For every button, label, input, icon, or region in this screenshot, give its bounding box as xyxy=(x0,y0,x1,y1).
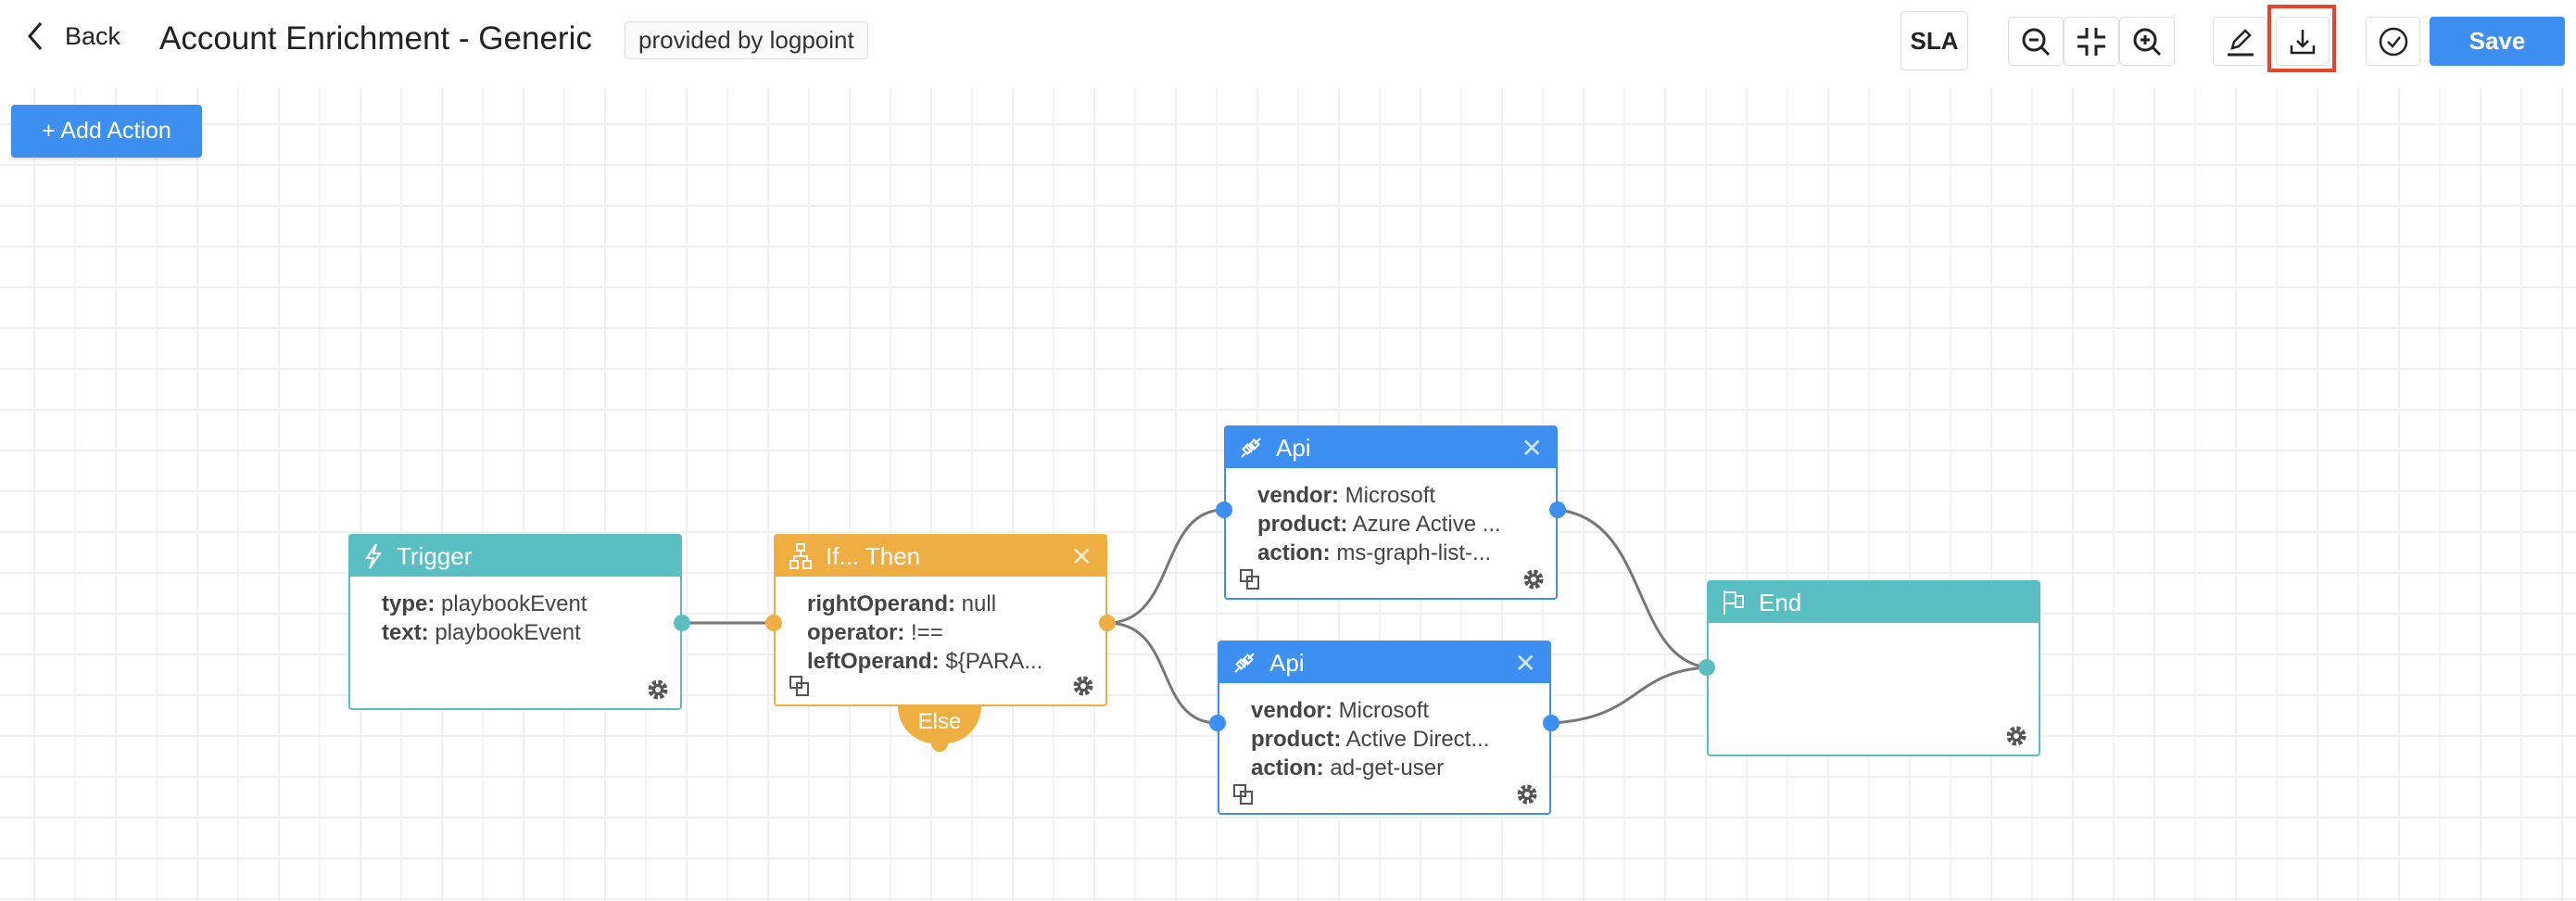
provider-badge: provided by logpoint xyxy=(625,21,868,59)
page-title: Account Enrichment - Generic xyxy=(159,20,592,57)
node-title: If... Then xyxy=(826,541,921,570)
save-button[interactable]: Save xyxy=(2430,17,2565,66)
fit-screen-button[interactable] xyxy=(2064,17,2119,66)
lightning-icon xyxy=(365,543,382,569)
api-node-azure[interactable]: Api ✕ vendor: Microsoft product: Azure A… xyxy=(1224,425,1558,600)
top-bar: Back Account Enrichment - Generic provid… xyxy=(0,0,2576,88)
plug-icon xyxy=(1234,653,1255,673)
close-icon[interactable]: ✕ xyxy=(1070,542,1092,571)
link-api2-end xyxy=(1550,666,1708,725)
ifthen-output-port[interactable] xyxy=(1099,615,1116,631)
node-fields: rightOperand: null operator: !== leftOpe… xyxy=(807,591,1043,674)
node-fields: type: playbookEvent text: playbookEvent xyxy=(382,591,587,645)
node-title: End xyxy=(1759,588,1802,616)
check-circle-icon xyxy=(2379,27,2407,56)
gear-icon[interactable] xyxy=(1522,568,1545,590)
gear-icon[interactable] xyxy=(2005,725,2027,747)
node-header: If... Then ✕ xyxy=(776,536,1105,577)
api1-input-port[interactable] xyxy=(1216,501,1232,518)
hierarchy-icon xyxy=(789,543,812,569)
trigger-output-port[interactable] xyxy=(674,615,690,631)
zoom-in-button[interactable] xyxy=(2119,17,2175,66)
gear-icon[interactable] xyxy=(1516,783,1538,806)
zoom-out-icon xyxy=(2022,28,2051,56)
api1-output-port[interactable] xyxy=(1549,501,1566,518)
api2-output-port[interactable] xyxy=(1543,715,1559,731)
download-button[interactable] xyxy=(2276,17,2330,66)
node-header: Trigger xyxy=(350,536,680,577)
end-input-port[interactable] xyxy=(1698,659,1715,676)
back-button[interactable]: Back xyxy=(26,20,120,52)
else-output-port[interactable] xyxy=(931,735,948,752)
fit-screen-icon xyxy=(2077,27,2105,56)
edit-icon xyxy=(2227,28,2254,56)
copy-icon[interactable] xyxy=(1232,783,1255,806)
node-header: End xyxy=(1709,582,2039,623)
api2-input-port[interactable] xyxy=(1209,715,1226,731)
node-header: Api ✕ xyxy=(1219,642,1549,683)
zoom-in-icon xyxy=(2133,28,2162,56)
node-title: Api xyxy=(1276,433,1311,462)
add-action-button[interactable]: + Add Action xyxy=(11,105,202,158)
end-node[interactable]: End xyxy=(1707,580,2040,756)
ifthen-input-port[interactable] xyxy=(765,615,782,631)
trigger-node[interactable]: Trigger type: playbookEvent text: playbo… xyxy=(348,534,682,710)
api-node-ad[interactable]: Api ✕ vendor: Microsoft product: Active … xyxy=(1218,641,1551,815)
gear-icon[interactable] xyxy=(647,679,669,701)
gear-icon[interactable] xyxy=(1072,675,1094,697)
node-fields: vendor: Microsoft product: Azure Active … xyxy=(1257,483,1501,565)
plug-icon xyxy=(1241,438,1261,458)
download-icon xyxy=(2290,29,2316,54)
link-ifthen-api2 xyxy=(1106,621,1219,725)
copy-icon[interactable] xyxy=(1239,568,1261,590)
ifthen-node[interactable]: If... Then ✕ rightOperand: null operator… xyxy=(774,534,1107,706)
chevron-left-icon xyxy=(28,22,43,50)
node-title: Api xyxy=(1269,648,1305,677)
highlight-box xyxy=(2267,5,2336,72)
copy-icon[interactable] xyxy=(789,675,811,697)
link-ifthen-api1 xyxy=(1106,508,1225,625)
edit-button[interactable] xyxy=(2213,17,2267,66)
node-fields: vendor: Microsoft product: Active Direct… xyxy=(1251,698,1490,780)
back-label: Back xyxy=(65,21,121,50)
close-icon[interactable]: ✕ xyxy=(1514,649,1536,678)
zoom-out-button[interactable] xyxy=(2008,17,2064,66)
flag-icon xyxy=(1724,590,1744,615)
node-title: Trigger xyxy=(397,541,473,570)
link-api1-end xyxy=(1557,508,1708,669)
sla-button[interactable]: SLA xyxy=(1900,11,1968,70)
validate-button[interactable] xyxy=(2366,17,2420,66)
node-header: Api ✕ xyxy=(1226,427,1556,468)
close-icon[interactable]: ✕ xyxy=(1521,434,1543,463)
